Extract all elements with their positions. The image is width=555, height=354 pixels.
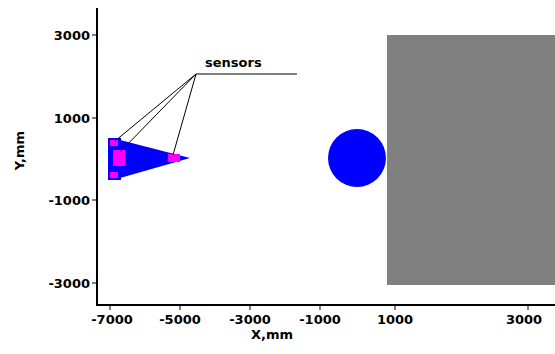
tick-label: -1000	[299, 313, 341, 326]
tick-label: -1000	[48, 194, 90, 207]
callout-label: sensors	[205, 56, 262, 69]
tick-label: 3000	[506, 313, 542, 326]
tick-label: -5000	[159, 313, 201, 326]
tick-label: -3000	[48, 277, 90, 290]
tick-label: 1000	[54, 112, 90, 125]
tick-label: 3000	[54, 29, 90, 42]
leader-lines	[115, 74, 297, 155]
tick-label: 1000	[377, 313, 413, 326]
axes	[96, 8, 555, 306]
tick-label: -7000	[91, 313, 133, 326]
obstacle-circle	[328, 129, 386, 187]
axis-title: X,mm	[251, 328, 293, 341]
tick-marks	[92, 35, 528, 310]
wall-block	[387, 35, 555, 285]
robot	[108, 138, 190, 180]
axis-title: Y,mm	[13, 130, 26, 169]
tick-label: -3000	[229, 313, 271, 326]
